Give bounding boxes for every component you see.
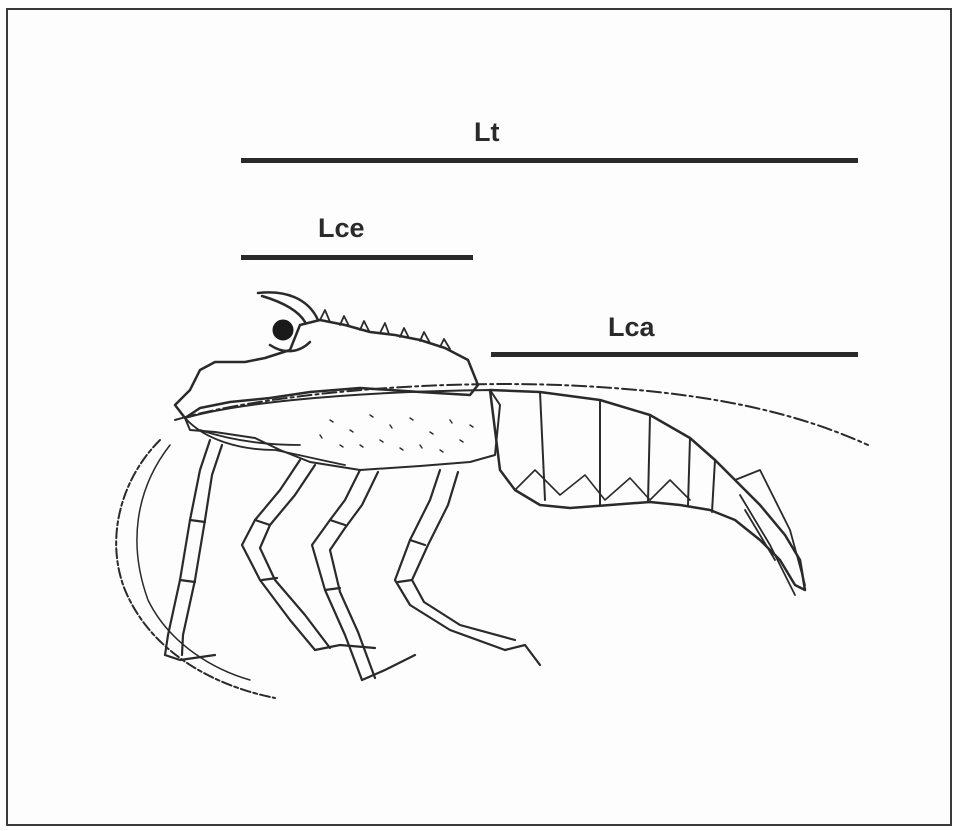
- walking-legs: [165, 440, 540, 680]
- rostrum: [258, 292, 318, 322]
- carapace-outline: [175, 320, 478, 418]
- antenna-lower-inner: [137, 445, 250, 680]
- eye-icon: [273, 320, 293, 340]
- antenna-upper: [175, 384, 868, 445]
- carapace-spines: [320, 310, 450, 349]
- abdomen-segment-lines: [540, 392, 715, 512]
- carapace-texture: [320, 415, 473, 452]
- abdomen-pleura: [515, 470, 690, 500]
